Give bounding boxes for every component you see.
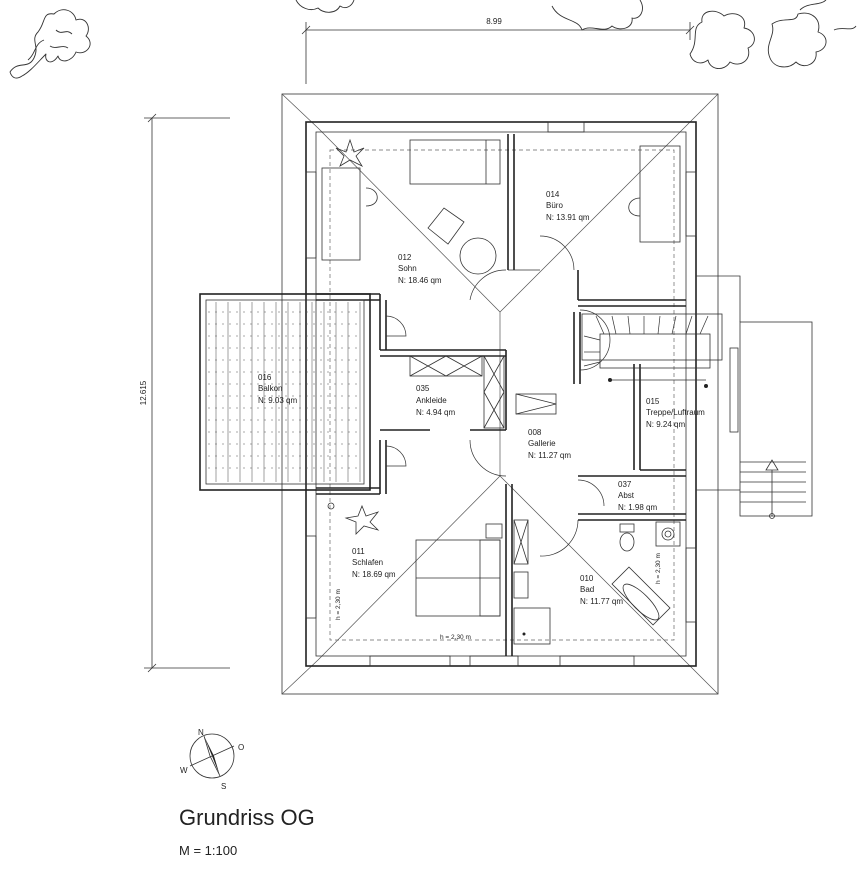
svg-text:016: 016 xyxy=(258,373,272,382)
room-label-schlafen: 011 Schlafen N: 18.69 qm xyxy=(352,547,396,579)
compass-o-label: O xyxy=(238,743,244,752)
svg-text:N: 13.91 qm: N: 13.91 qm xyxy=(546,213,590,222)
room-label-abst: 037 Abst N: 1.98 qm xyxy=(618,480,657,512)
svg-text:N: 9.24 qm: N: 9.24 qm xyxy=(646,420,685,429)
drawing-title: Grundriss OG xyxy=(179,805,315,830)
svg-text:015: 015 xyxy=(646,397,660,406)
svg-text:Ankleide: Ankleide xyxy=(416,396,447,405)
svg-text:Büro: Büro xyxy=(546,201,563,210)
svg-text:N: 18.69 qm: N: 18.69 qm xyxy=(352,570,396,579)
svg-text:008: 008 xyxy=(528,428,542,437)
compass-s-label: S xyxy=(221,782,226,791)
exterior-walls xyxy=(305,121,697,667)
svg-text:Bad: Bad xyxy=(580,585,594,594)
svg-text:011: 011 xyxy=(352,547,365,556)
compass-icon: N O S W xyxy=(180,728,244,791)
svg-text:014: 014 xyxy=(546,190,560,199)
svg-text:N: 11.27 qm: N: 11.27 qm xyxy=(528,451,571,460)
roof-outline xyxy=(281,93,719,695)
room-label-gallerie: 008 Gallerie N: 11.27 qm xyxy=(528,428,571,460)
doors xyxy=(385,235,611,557)
svg-text:035: 035 xyxy=(416,384,430,393)
height-note-bottom: h = 2,30 m xyxy=(440,634,471,641)
svg-text:N: 1.98 qm: N: 1.98 qm xyxy=(618,503,657,512)
compass-w-label: W xyxy=(180,766,188,775)
svg-text:Gallerie: Gallerie xyxy=(528,439,556,448)
tree-top-icon xyxy=(295,0,355,13)
width-dimension-label: 8.99 xyxy=(486,17,502,26)
tree-right-icon xyxy=(551,0,857,69)
room-label-sohn: 012 Sohn N: 18.46 qm xyxy=(398,253,442,285)
room-label-ankleide: 035 Ankleide N: 4.94 qm xyxy=(416,384,455,417)
interior-walls xyxy=(316,134,686,656)
width-dimension: 8.99 xyxy=(301,17,695,84)
room-label-balkon: 016 Balkon N: 9.03 qm xyxy=(258,373,297,405)
svg-text:N: 11.77 qm: N: 11.77 qm xyxy=(580,597,623,606)
svg-text:Balkon: Balkon xyxy=(258,384,282,393)
svg-text:N: 9.03 qm: N: 9.03 qm xyxy=(258,396,297,405)
svg-text:N: 18.46 qm: N: 18.46 qm xyxy=(398,276,442,285)
svg-text:037: 037 xyxy=(618,480,632,489)
tree-left-icon xyxy=(9,9,91,79)
furniture xyxy=(321,138,739,645)
height-dimension-label: 12.615 xyxy=(139,380,148,405)
balcony xyxy=(199,293,371,491)
room-label-bad: 010 Bad N: 11.77 qm xyxy=(580,574,623,606)
height-dimension: 12.615 xyxy=(139,113,230,673)
svg-text:Abst: Abst xyxy=(618,491,635,500)
svg-text:010: 010 xyxy=(580,574,594,583)
compass-n-label: N xyxy=(198,728,204,737)
room-label-buero: 014 Büro N: 13.91 qm xyxy=(546,190,590,222)
height-note-right: h = 2,30 m xyxy=(655,553,662,584)
svg-text:N: 4.94 qm: N: 4.94 qm xyxy=(416,408,455,417)
svg-text:Treppe/Luftraum: Treppe/Luftraum xyxy=(646,408,705,417)
height-note-left: h = 2,30 m xyxy=(335,589,342,620)
drawing-scale: M = 1:100 xyxy=(179,843,238,858)
svg-text:012: 012 xyxy=(398,253,412,262)
svg-text:Schlafen: Schlafen xyxy=(352,558,383,567)
room-label-treppe: 015 Treppe/Luftraum N: 9.24 qm xyxy=(646,397,705,429)
staircase xyxy=(581,275,813,519)
svg-text:Sohn: Sohn xyxy=(398,264,417,273)
